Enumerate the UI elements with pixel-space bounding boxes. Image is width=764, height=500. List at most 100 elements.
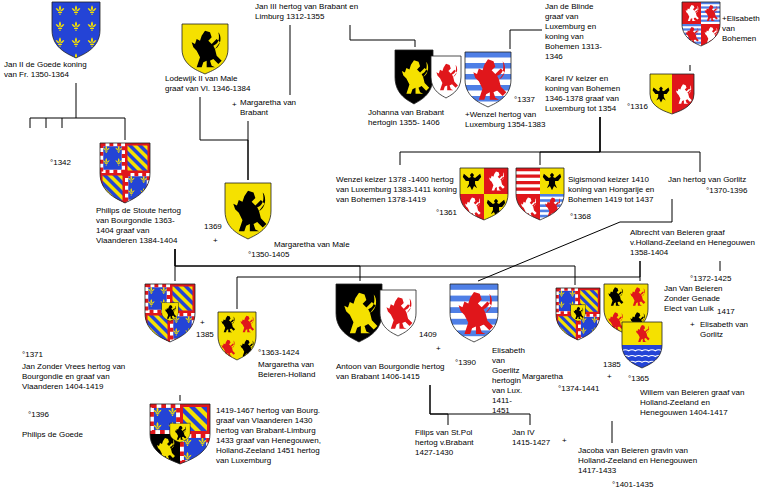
heraldic-part bbox=[622, 361, 662, 362]
person-node: °1342Philips de Stoute hertog van Bourgo… bbox=[50, 143, 188, 246]
coat-of-arms bbox=[116, 284, 225, 348]
heraldic-part bbox=[115, 146, 122, 154]
heraldic-part bbox=[473, 59, 506, 99]
heraldic-part bbox=[460, 168, 508, 220]
heraldic-part bbox=[608, 287, 623, 305]
coat-of-arms bbox=[431, 56, 461, 98]
heraldic-part bbox=[559, 290, 565, 297]
heraldic-part bbox=[225, 183, 271, 239]
heraldic-part bbox=[592, 316, 598, 323]
heraldic-part bbox=[218, 312, 237, 336]
heraldic-part bbox=[431, 56, 461, 98]
heraldic-part bbox=[233, 191, 266, 231]
person-text: +Elisabeth van Bohemen bbox=[722, 14, 761, 44]
descent-line bbox=[640, 261, 641, 281]
heraldic-part bbox=[460, 168, 484, 194]
person-text: Albrecht van Beieren graaf v.Holland-Zee… bbox=[630, 228, 758, 258]
person-node: °1365Willem van Beieren graaf van Hollan… bbox=[604, 284, 755, 418]
heraldic-part bbox=[516, 194, 540, 220]
heraldic-part bbox=[465, 52, 511, 107]
heraldic-part bbox=[516, 168, 564, 220]
heraldic-part bbox=[237, 312, 256, 336]
person-text: Johanna van Brabant hertogin 1355- 1406 bbox=[368, 108, 460, 128]
person-text: Margaretha bbox=[522, 372, 566, 382]
birth-date: °1372-1425 bbox=[690, 274, 736, 284]
person-node: +Elisabeth van Bohemen bbox=[722, 14, 761, 44]
heraldic-part bbox=[116, 284, 225, 348]
heraldic-part bbox=[604, 284, 626, 309]
descent-line bbox=[510, 30, 542, 49]
heraldic-part bbox=[72, 53, 81, 58]
coat-of-arms bbox=[395, 50, 433, 104]
birth-date: °1390 bbox=[455, 358, 519, 368]
heraldic-part bbox=[450, 284, 498, 290]
heraldic-part bbox=[103, 158, 110, 166]
heraldic-part bbox=[218, 312, 256, 360]
heraldic-part bbox=[530, 288, 626, 345]
coat-of-arms bbox=[218, 312, 256, 360]
heraldic-part bbox=[463, 173, 481, 190]
heraldic-part bbox=[125, 143, 150, 173]
person-text: Philips de Goede bbox=[22, 430, 102, 440]
heraldic-part bbox=[88, 21, 97, 31]
birth-date: °1361 bbox=[436, 208, 460, 218]
person-node: Johanna van Brabant hertogin 1355- 1406 bbox=[368, 50, 461, 128]
heraldic-part bbox=[192, 31, 222, 68]
descent-line bbox=[248, 121, 249, 180]
heraldic-part bbox=[450, 284, 498, 342]
person-text: Antoon van Bourgondie hertog van Brabant… bbox=[336, 362, 448, 382]
heraldic-part bbox=[650, 74, 694, 114]
person-text: Wenzel keizer 1378 -1400 hertog van Luxe… bbox=[336, 175, 458, 205]
person-node: Jan II de Goede koning van Fr. 1350-1364 bbox=[4, 2, 100, 80]
heraldic-part bbox=[484, 194, 508, 220]
coat-of-arms bbox=[622, 322, 662, 368]
heraldic-part bbox=[686, 27, 699, 43]
heraldic-part bbox=[344, 293, 377, 333]
birth-date: °1350-1405 bbox=[248, 250, 294, 260]
heraldic-part bbox=[225, 183, 271, 239]
heraldic-part bbox=[395, 50, 433, 104]
heraldic-part bbox=[153, 407, 161, 416]
heraldic-part bbox=[540, 168, 564, 194]
heraldic-part bbox=[540, 194, 564, 220]
coat-of-arms bbox=[682, 2, 720, 46]
heraldic-part bbox=[540, 215, 564, 218]
descent-line bbox=[600, 117, 700, 172]
heraldic-part bbox=[686, 5, 699, 21]
coat-of-arms bbox=[460, 168, 508, 220]
heraldic-part bbox=[701, 2, 720, 24]
heraldic-part bbox=[237, 312, 256, 336]
heraldic-part bbox=[218, 312, 256, 360]
heraldic-part bbox=[170, 423, 190, 442]
descent-line bbox=[350, 25, 415, 47]
birth-date: °1363-1424 bbox=[258, 348, 304, 358]
heraldic-part bbox=[150, 404, 210, 464]
heraldic-part bbox=[153, 422, 161, 431]
heraldic-part bbox=[521, 197, 537, 216]
descent-line bbox=[720, 261, 721, 271]
heraldic-part bbox=[198, 452, 206, 461]
birth-date: °1396 bbox=[28, 410, 54, 420]
heraldic-part bbox=[72, 37, 81, 47]
heraldic-part bbox=[626, 284, 648, 309]
heraldic-part bbox=[650, 74, 672, 114]
person-node: Sigismond keizer 1410 koning van Hongari… bbox=[516, 168, 663, 222]
heraldic-part bbox=[128, 176, 135, 184]
person-node: Filips van St.Pol hertog v.Brabant 1427-… bbox=[415, 428, 481, 458]
heraldic-part bbox=[102, 145, 124, 172]
person-text: 1419-1467 hertog van Bourg. graaf van Vl… bbox=[216, 406, 328, 466]
coat-of-arms bbox=[650, 74, 694, 114]
heraldic-part bbox=[140, 188, 147, 196]
heraldic-part bbox=[100, 173, 125, 203]
person-text: Philips de Stoute hertog van Bourgondie … bbox=[96, 206, 188, 246]
heraldic-part bbox=[465, 197, 481, 216]
person-text: Willem van Beieren graaf van Holland-Zee… bbox=[640, 388, 755, 418]
heraldic-part bbox=[126, 144, 149, 172]
heraldic-part bbox=[127, 175, 149, 202]
person-node: °1396Philips de Goede 1419-1467 hertog va… bbox=[22, 404, 328, 466]
heraldic-part bbox=[162, 303, 179, 322]
person-node: Elisabeth van Gorlitz bbox=[700, 320, 758, 340]
coat-of-arms bbox=[182, 24, 228, 74]
heraldic-part bbox=[622, 322, 662, 368]
heraldic-part bbox=[431, 56, 461, 98]
